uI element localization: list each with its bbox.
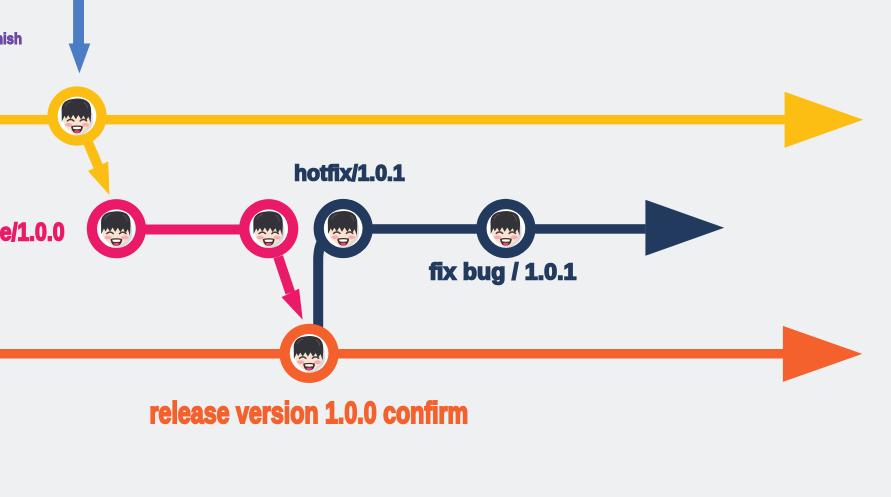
svg-text:release version 1.0.0 confirm: release version 1.0.0 confirm [150,395,469,430]
svg-text:fix bug / 1.0.1: fix bug / 1.0.1 [429,258,576,284]
svg-text:release/1.0.0: release/1.0.0 [0,219,65,247]
svg-text:finish: finish [0,31,22,48]
svg-text:hotfix/1.0.1: hotfix/1.0.1 [294,161,405,186]
